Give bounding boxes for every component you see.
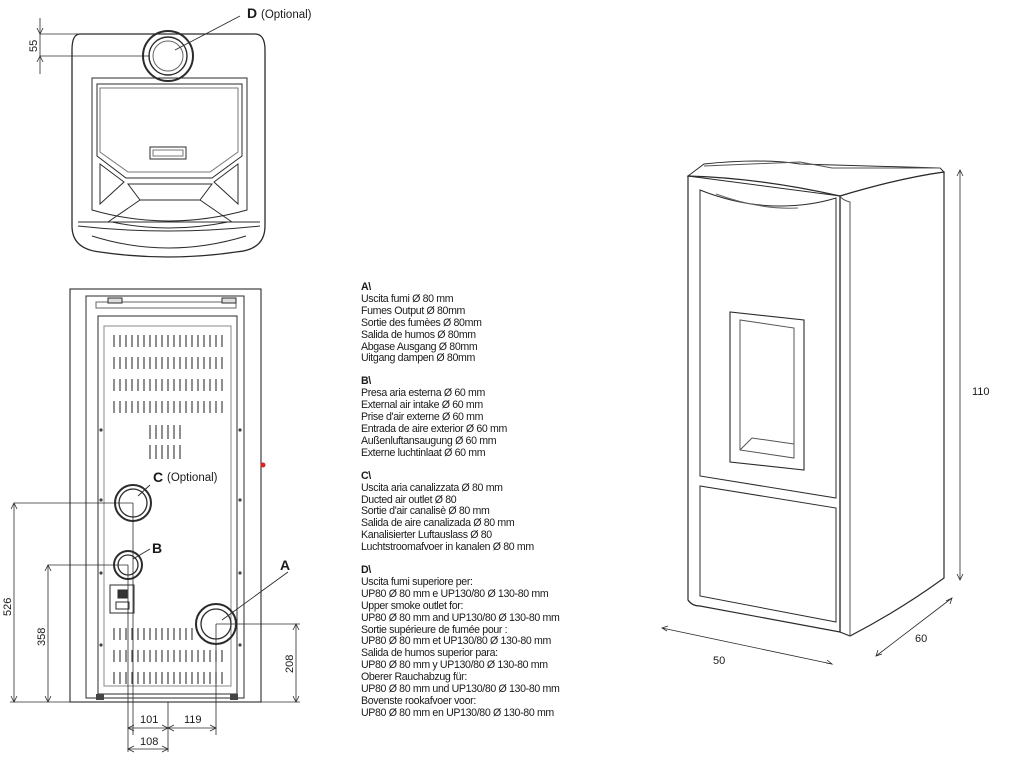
rear-view: [69, 288, 289, 703]
legend-line: UP80 Ø 80 mm e UP130/80 Ø 130-80 mm: [361, 587, 549, 600]
legend-line: Sortie supérieure de fumée pour :: [361, 623, 508, 636]
legend-head: B\: [361, 375, 371, 388]
legend-line: Upper smoke outlet for:: [361, 599, 464, 612]
dim-110: 110: [972, 386, 990, 398]
legend-head: C\: [361, 469, 371, 482]
dim-50: 50: [713, 655, 725, 667]
red-dot: [260, 462, 266, 468]
legend-head: D\: [361, 564, 371, 577]
stove-3d-view: [661, 160, 964, 665]
label-d: D: [247, 5, 257, 21]
legend-line: UP80 Ø 80 mm and UP130/80 Ø 130-80 mm: [361, 611, 560, 624]
legend-line: Uscita fumi Ø 80 mm: [361, 292, 454, 305]
dim-119: 119: [184, 714, 202, 726]
label-c-note: (Optional): [167, 472, 218, 484]
rear-dimensions: [10, 502, 300, 753]
legend-line: Prise d'air externe Ø 60 mm: [361, 411, 484, 424]
legend-line: Luchtstroomafvoer in kanalen Ø 80 mm: [361, 541, 534, 554]
dim-101: 101: [140, 714, 158, 726]
legend-line: Ducted air outlet Ø 80: [361, 493, 457, 506]
legend-section-c: C\ Uscita aria canalizzata Ø 80 mm Ducte…: [361, 469, 621, 554]
legend-section-a: A\ Uscita fumi Ø 80 mm Fumes Output Ø 80…: [361, 281, 621, 365]
legend-section-d: D\ Uscita fumi superiore per: UP80 Ø 80 …: [361, 564, 621, 720]
label-a: A: [280, 557, 290, 573]
dim-60: 60: [915, 633, 927, 645]
legend-line: Presa aria esterna Ø 60 mm: [361, 387, 485, 400]
legend-line: Sortie des fumèes Ø 80mm: [361, 316, 482, 329]
legend-line: Uscita fumi superiore per:: [361, 575, 473, 588]
legend-line: Externe luchtinlaat Ø 60 mm: [361, 446, 486, 459]
legend-head: A\: [361, 281, 371, 293]
legend-line: Bovenste rookafvoer voor:: [361, 695, 476, 707]
legend-line: Abgase Ausgang Ø 80mm: [361, 340, 478, 353]
legend-line: Uitgang dampen Ø 80mm: [361, 352, 475, 365]
label-b: B: [152, 540, 162, 556]
legend-line: Fumes Output Ø 80mm: [361, 304, 466, 317]
legend-line: Entrada de aire exterior Ø 60 mm: [361, 422, 508, 435]
legend-line: Oberer Rauchabzug für:: [361, 671, 467, 684]
dim-55: 55: [28, 40, 40, 52]
legend-line: UP80 Ø 80 mm en UP130/80 Ø 130-80 mm: [361, 706, 554, 719]
legend-line: Salida de aire canalizada Ø 80 mm: [361, 517, 515, 530]
dim-108: 108: [140, 736, 158, 748]
top-view: [36, 15, 266, 258]
legend-section-b: B\ Presa aria esterna Ø 60 mm External a…: [361, 375, 621, 459]
dim-358: 358: [36, 628, 48, 646]
legend-line: Sortie d'air canalisè Ø 80 mm: [361, 505, 490, 518]
dim-526: 526: [2, 598, 14, 616]
legend-line: UP80 Ø 80 mm y UP130/80 Ø 130-80 mm: [361, 659, 548, 672]
dim-208: 208: [284, 655, 296, 673]
legend-line: Salida de humos superior para:: [361, 647, 498, 660]
legend-line: Kanalisierter Luftauslass Ø 80: [361, 529, 492, 542]
vent-slots-top: [113, 335, 223, 459]
legend-line: Uscita aria canalizzata Ø 80 mm: [361, 481, 503, 494]
legend-line: Salida de humos Ø 80mm: [361, 328, 476, 341]
label-d-note: (Optional): [261, 9, 312, 21]
legend-line: UP80 Ø 80 mm und UP130/80 Ø 130-80 mm: [361, 683, 560, 696]
legend-line: UP80 Ø 80 mm et UP130/80 Ø 130-80 mm: [361, 635, 551, 648]
label-c: C: [153, 469, 163, 485]
legend-line: External air intake Ø 60 mm: [361, 399, 483, 412]
legend-line: Außenluftansaugung Ø 60 mm: [361, 434, 497, 447]
legend: A\ Uscita fumi Ø 80 mm Fumes Output Ø 80…: [361, 281, 621, 731]
vent-slots-bottom: [113, 628, 223, 684]
